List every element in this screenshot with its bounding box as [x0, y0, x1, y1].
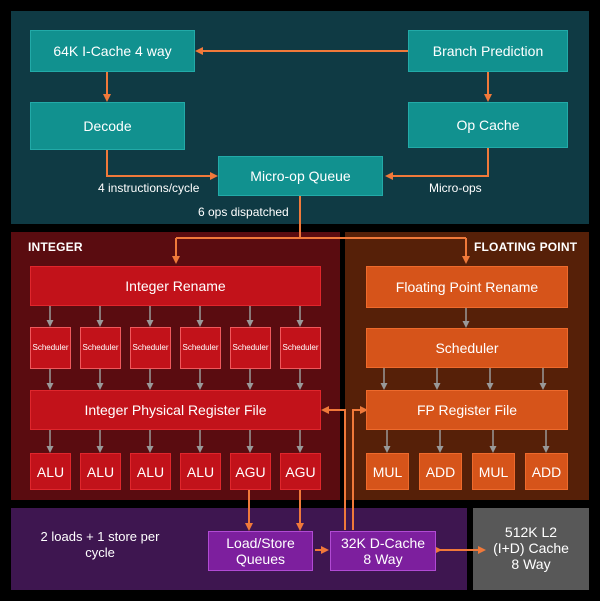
- fp-add-unit: ADD: [419, 453, 462, 490]
- fp-rename-box: Floating Point Rename: [366, 266, 568, 308]
- integer-scheduler-box: Scheduler: [180, 327, 221, 369]
- integer-rename-box: Integer Rename: [30, 266, 321, 306]
- fp-register-file-box: FP Register File: [366, 390, 568, 430]
- integer-scheduler-box: Scheduler: [230, 327, 271, 369]
- fp-mul-unit: MUL: [472, 453, 515, 490]
- dcache-box: 32K D-Cache 8 Way: [330, 531, 436, 571]
- icache-box: 64K I-Cache 4 way: [30, 30, 195, 72]
- decode-throughput-label: 4 instructions/cycle: [98, 181, 200, 195]
- integer-agu-unit: AGU: [280, 453, 321, 490]
- load-store-rate-note: 2 loads + 1 store per cycle: [40, 529, 160, 560]
- integer-alu-unit: ALU: [180, 453, 221, 490]
- integer-section-title: INTEGER: [28, 240, 83, 254]
- integer-alu-unit: ALU: [30, 453, 71, 490]
- op-cache-box: Op Cache: [408, 102, 568, 148]
- branch-prediction-box: Branch Prediction: [408, 30, 568, 72]
- integer-scheduler-box: Scheduler: [280, 327, 321, 369]
- fp-section-title: FLOATING POINT: [474, 240, 578, 254]
- load-store-queues-box: Load/Store Queues: [208, 531, 313, 571]
- integer-alu-unit: ALU: [80, 453, 121, 490]
- micro-op-queue-box: Micro-op Queue: [218, 156, 383, 196]
- integer-agu-unit: AGU: [230, 453, 271, 490]
- integer-scheduler-box: Scheduler: [30, 327, 71, 369]
- integer-alu-unit: ALU: [130, 453, 171, 490]
- integer-scheduler-box: Scheduler: [80, 327, 121, 369]
- fp-mul-unit: MUL: [366, 453, 409, 490]
- fp-add-unit: ADD: [525, 453, 568, 490]
- decode-box: Decode: [30, 102, 185, 150]
- op-cache-output-label: Micro-ops: [429, 181, 482, 195]
- fp-scheduler-box: Scheduler: [366, 328, 568, 368]
- l2-cache-panel: [473, 508, 589, 590]
- dispatch-label: 6 ops dispatched: [198, 205, 289, 219]
- l2-cache-box: 512K L2 (I+D) Cache 8 Way: [493, 524, 569, 572]
- integer-scheduler-box: Scheduler: [130, 327, 171, 369]
- integer-register-file-box: Integer Physical Register File: [30, 390, 321, 430]
